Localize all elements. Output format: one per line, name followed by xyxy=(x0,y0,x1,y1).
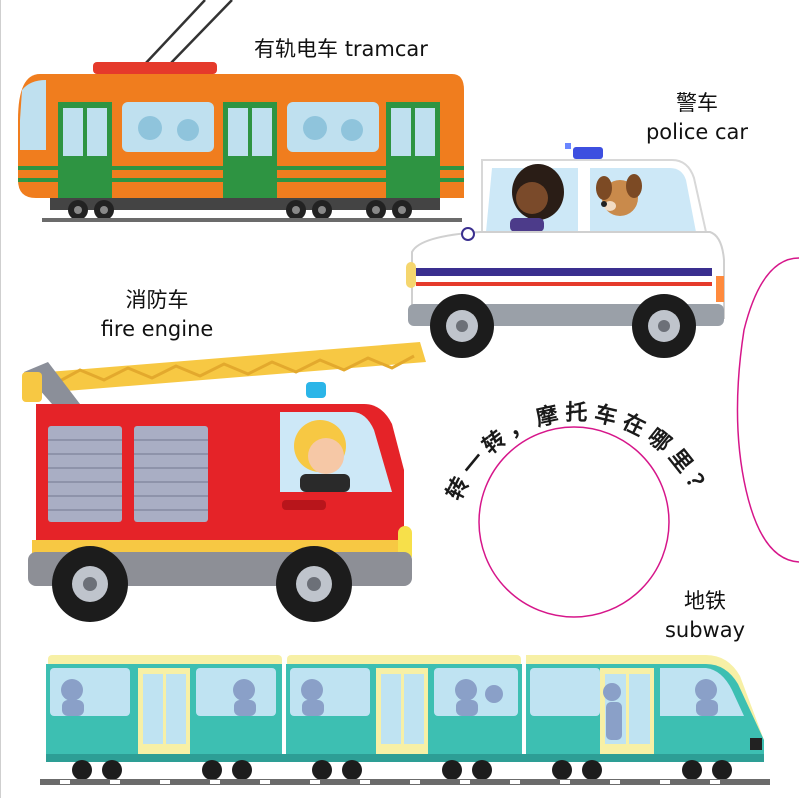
rotating-wheel-cutout[interactable] xyxy=(478,426,670,618)
fire-engine-label-zh: 消防车 xyxy=(125,288,189,312)
tramcar-illustration xyxy=(18,0,464,222)
police-car-label-en: police car xyxy=(645,120,749,144)
fire-engine-label: 消防车 fire engine xyxy=(94,286,220,344)
subway-label: 地铁 subway xyxy=(650,587,760,645)
tramcar-label-en: tramcar xyxy=(344,37,428,61)
tramcar-label: 有轨电车 tramcar xyxy=(254,35,428,64)
tramcar-label-zh: 有轨电车 xyxy=(254,37,338,61)
police-car-label-zh: 警车 xyxy=(676,91,718,115)
fire-engine-illustration xyxy=(22,342,426,622)
fire-engine-label-en: fire engine xyxy=(100,317,214,341)
page-edge-cutout xyxy=(736,257,799,563)
subway-illustration xyxy=(40,655,770,785)
rotate-question-path: 转一转，摩托车在哪里？ xyxy=(441,400,708,506)
police-car-label: 警车 police car xyxy=(632,89,762,147)
police-car-illustration xyxy=(406,143,725,358)
subway-label-en: subway xyxy=(664,618,746,642)
rotate-question-text: 转一转，摩托车在哪里？ xyxy=(441,400,714,506)
subway-label-zh: 地铁 xyxy=(684,589,726,613)
